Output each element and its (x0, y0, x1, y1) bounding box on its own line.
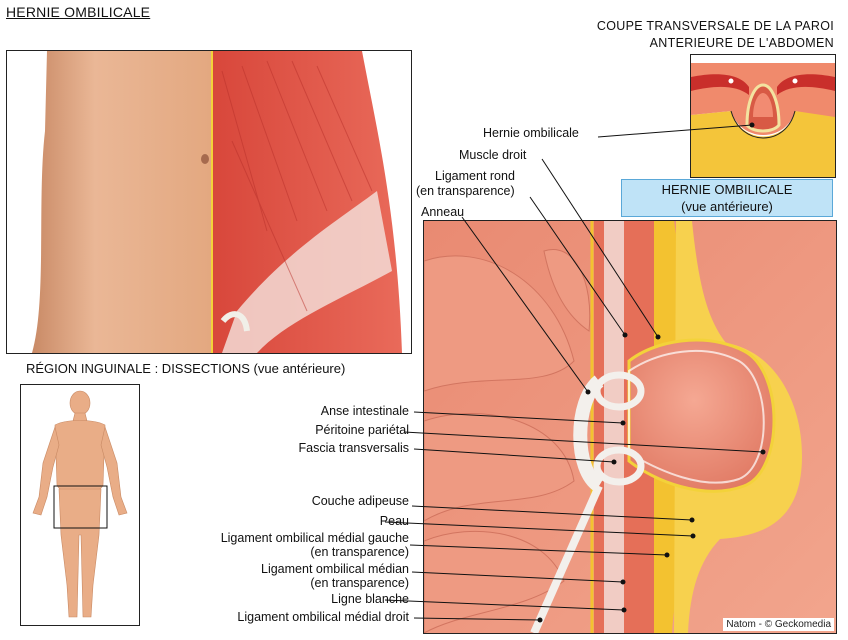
label-peau: Peau (379, 514, 409, 528)
body-figure-image (20, 384, 140, 626)
label-ligament-ombilical-medial-gauche: Ligament ombilical médial gauche (en tra… (221, 531, 409, 559)
label-ligament-rond-line2: (en transparence) (416, 184, 515, 198)
label-peritoine-parietal: Péritoine pariétal (315, 423, 409, 437)
torso-dissection-image (6, 50, 412, 354)
page-title: HERNIE OMBILICALE (6, 4, 151, 20)
hernia-anterior-view-image (423, 220, 837, 634)
section-caption-line2: ANTERIEURE DE L'ABDOMEN (649, 36, 834, 50)
label-ligament-rond-line1: Ligament rond (435, 169, 515, 183)
label-ligament-ombilical-median: Ligament ombilical médian (en transparen… (261, 562, 409, 590)
label-anse-intestinale: Anse intestinale (320, 404, 409, 418)
label-lig-med-gauche-line1: Ligament ombilical médial gauche (220, 531, 409, 545)
label-muscle-droit: Muscle droit (459, 148, 527, 162)
label-lig-med-gauche-line2: (en transparence) (310, 545, 409, 559)
label-ligament-rond: Ligament rond (435, 169, 515, 183)
label-ligne-blanche: Ligne blanche (331, 592, 409, 606)
label-ligament-ombilical-medial-droit: Ligament ombilical médial droit (237, 610, 409, 624)
region-caption: RÉGION INGUINALE : DISSECTIONS (vue anté… (26, 361, 346, 376)
cross-section-image (690, 54, 836, 178)
label-fascia-transversalis: Fascia transversalis (298, 441, 409, 455)
label-couche-adipeuse: Couche adipeuse (311, 494, 409, 508)
label-lig-median-line1: Ligament ombilical médian (261, 562, 409, 576)
section-caption-line1: COUPE TRANSVERSALE DE LA PAROI (596, 19, 834, 33)
section-caption: COUPE TRANSVERSALE DE LA PAROI ANTERIEUR… (597, 18, 834, 52)
label-anneau: Anneau (421, 205, 465, 219)
hernia-box-line1: HERNIE OMBILICALE (661, 182, 793, 197)
hernia-view-caption-box: HERNIE OMBILICALE (vue antérieure) (621, 179, 833, 217)
label-lig-median-line2: (en transparence) (310, 576, 409, 590)
hernia-box-line2: (vue antérieure) (681, 199, 773, 214)
label-hernie-ombilicale: Hernie ombilicale (483, 126, 579, 140)
image-credit: Natom - © Geckomedia (723, 618, 834, 631)
